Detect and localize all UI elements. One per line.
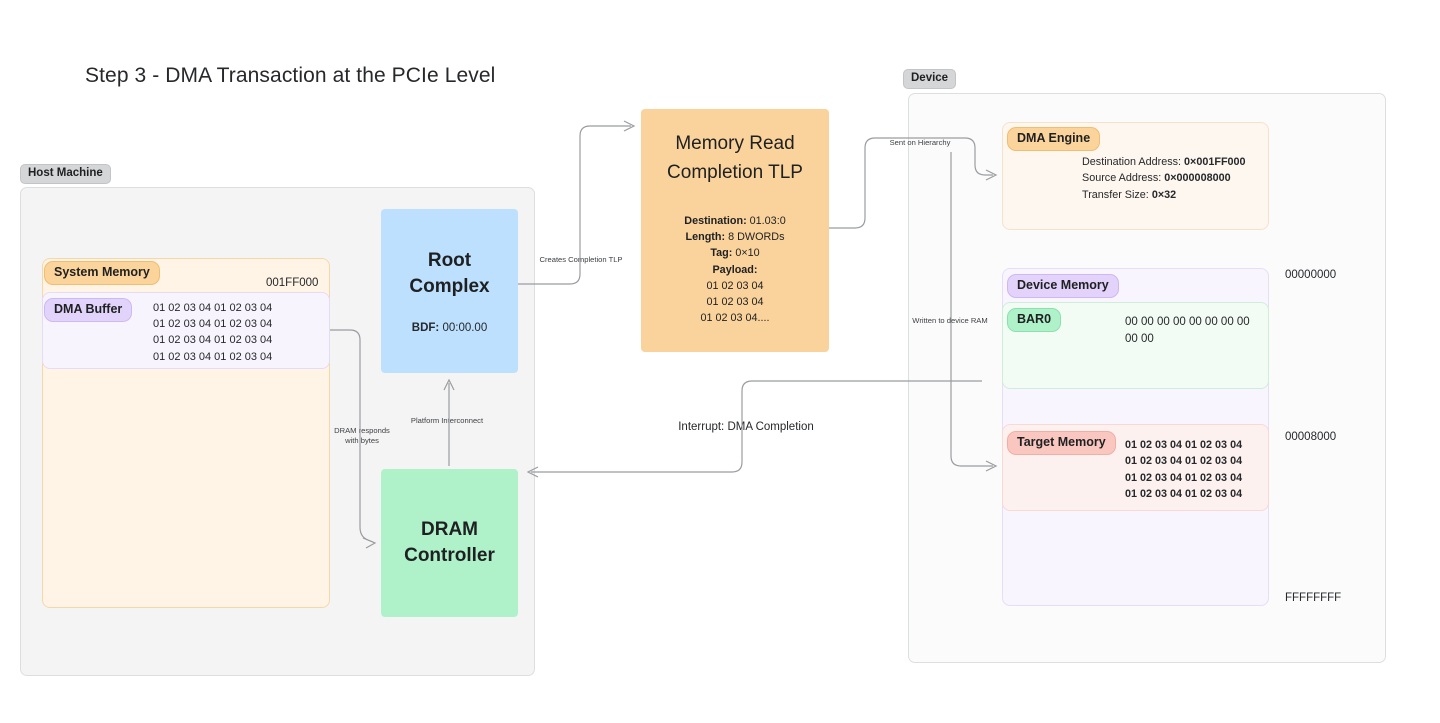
edge-label-interrupt-dma-completion: Interrupt: DMA Completion [678,421,814,433]
field-label: Destination Address: [1082,156,1182,168]
tlp-field-value: 01.03:0 [749,215,786,227]
root-complex-title: Root Complex [409,250,490,297]
field-label: Source Address: [1082,172,1162,185]
tlp-field-value: 8 DWORDs [728,231,785,244]
node-dram-controller[interactable]: DRAM Controller [381,469,518,617]
dram-controller-title: DRAM Controller [404,519,495,566]
device-memory-address-mid: 00008000 [1285,431,1337,443]
root-complex-bdf-label: BDF: [411,322,440,334]
edge-label-dram-responds-with-bytes: DRAM responds with bytes [334,426,390,445]
tag-bar0: BAR0 [1007,308,1062,332]
field-value: 0×001FF000 [1184,156,1246,168]
tlp-payload-line: 01 02 03 04 [706,296,764,309]
dma-engine-destination-address: Destination Address: 0×001FF000 [1082,154,1246,170]
hex-line: 01 02 03 04 01 02 03 04 [1125,487,1243,500]
edge-label-creates-completion-tlp: Creates Completion TLP [539,255,623,264]
tag-dma-buffer: DMA Buffer [44,298,133,322]
group-tag-host-machine: Host Machine [20,164,111,185]
tag-system-memory: System Memory [44,261,160,285]
edge-label-platform-interconnect: Platform Interconnect [410,416,484,425]
tlp-field-tag: Tag: 0×10 [684,245,785,261]
hex-line: 00 00 00 00 00 00 00 00 [1125,316,1250,328]
field-label: Transfer Size: [1082,188,1149,201]
group-tag-device: Device [903,69,957,90]
dma-engine-transfer-size: Transfer Size: 0×32 [1082,187,1246,203]
tlp-field-destination: Destination: 01.03:0 [684,213,785,229]
tag-device-memory: Device Memory [1007,274,1119,298]
hex-line: 01 02 03 04 01 02 03 04 [1125,471,1243,484]
page-title: Step 3 - DMA Transaction at the PCIe Lev… [85,64,496,87]
node-root-complex[interactable]: Root Complex BDF: 00:00.00 [381,209,518,373]
bar0-hexdump: 00 00 00 00 00 00 00 00 00 00 [1125,314,1250,347]
hex-line: 01 02 03 04 01 02 03 04 [153,318,273,331]
tlp-field-label: Payload: [712,263,758,276]
hex-line: 01 02 03 04 01 02 03 04 [153,334,273,347]
root-complex-bdf: BDF: 00:00.00 [412,322,487,334]
dma-engine-fields: Destination Address: 0×001FF000 Source A… [1082,154,1246,203]
tlp-field-payload: Payload: [684,262,785,278]
tlp-field-length: Length: 8 DWORDs [684,229,785,245]
root-complex-bdf-value: 00:00.00 [442,322,488,334]
field-value: 0×000008000 [1164,172,1231,185]
system-memory-base-address: 001FF000 [266,277,319,289]
tlp-field-label: Destination: [684,215,747,227]
target-memory-hexdump: 01 02 03 04 01 02 03 04 01 02 03 04 01 0… [1125,437,1242,502]
tlp-fields: Destination: 01.03:0 Length: 8 DWORDs Ta… [684,213,785,326]
node-memory-read-completion-tlp[interactable]: Memory Read Completion TLP Destination: … [641,109,829,352]
hex-line: 01 02 03 04 01 02 03 04 [153,302,273,314]
hex-line: 01 02 03 04 01 02 03 04 [1125,455,1243,468]
tlp-field-value: 0×10 [735,247,760,260]
tlp-field-label: Tag: [710,247,733,260]
device-memory-address-top: 00000000 [1285,269,1337,281]
dma-buffer-hexdump: 01 02 03 04 01 02 03 04 01 02 03 04 01 0… [153,300,272,365]
edge-label-sent-on-hierarchy: Sent on Hierarchy [889,138,951,147]
dma-engine-source-address: Source Address: 0×000008000 [1082,170,1246,186]
hex-line: 01 02 03 04 01 02 03 04 [1125,439,1243,451]
tag-dma-engine: DMA Engine [1007,127,1101,151]
tlp-payload-line: 01 02 03 04.... [700,312,770,325]
hex-line: 00 00 [1125,332,1154,345]
field-value: 0×32 [1151,188,1177,201]
arrowhead-tlp-in [623,120,636,132]
tlp-payload-line: 01 02 03 04 [706,279,764,292]
tag-target-memory: Target Memory [1007,431,1116,455]
edge-label-written-to-device-ram: Written to device RAM [912,316,988,325]
tlp-title: Memory Read Completion TLP [667,133,803,183]
device-memory-address-bottom: FFFFFFFF [1285,592,1342,604]
hex-line: 01 02 03 04 01 02 03 04 [153,350,273,363]
tlp-field-label: Length: [685,231,726,244]
